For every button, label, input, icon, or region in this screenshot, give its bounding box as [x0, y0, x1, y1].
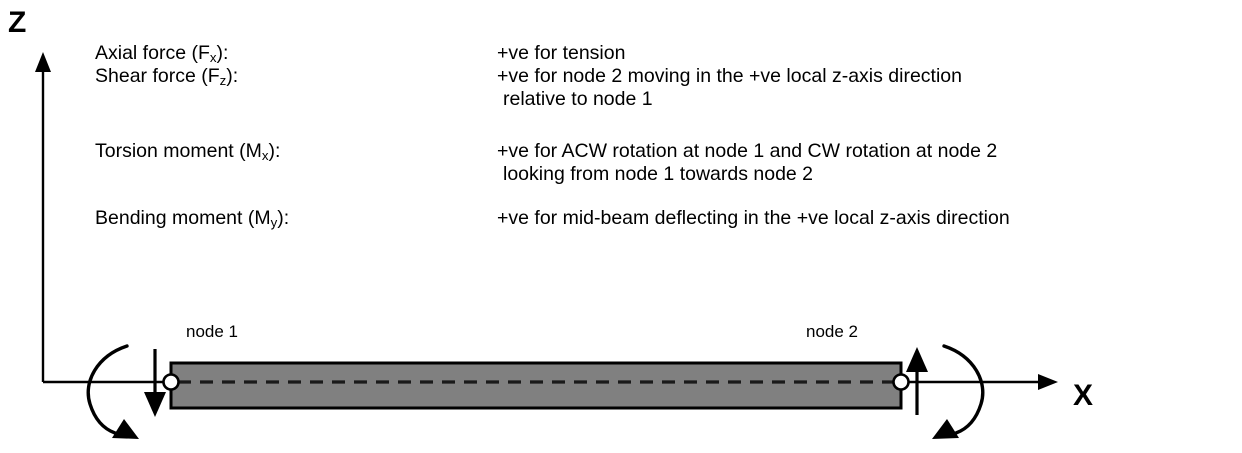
legend-desc-shear-force-line2: relative to node 1: [503, 88, 653, 110]
legend-term-axial-force: Axial force (Fx):: [95, 42, 228, 65]
legend-desc-bending-moment-line1: +ve for mid-beam deflecting in the +ve l…: [497, 207, 1010, 229]
node-2-label: node 2: [806, 322, 858, 341]
node-1-label: node 1: [186, 322, 238, 341]
legend-term-torsion-moment-subscript: x: [261, 147, 269, 163]
legend-desc-shear-force-line1: +ve for node 2 moving in the +ve local z…: [497, 65, 963, 87]
legend-term-axial-force-suffix: ):: [216, 42, 229, 64]
legend-term-shear-force: Shear force (Fz):: [95, 65, 238, 88]
node-1-marker: [162, 373, 180, 391]
z-axis-label: Z: [8, 6, 27, 39]
legend-term-axial-force-text: Axial force (F: [95, 42, 210, 64]
node-2-torsion-moment-arrow: [932, 344, 985, 439]
legend-term-torsion-moment: Torsion moment (Mx):: [95, 140, 280, 163]
z-axis-arrowhead: [35, 52, 51, 72]
node-1-shear-force-arrow: [144, 349, 166, 417]
node-1-torsion-moment-arrow: [86, 344, 139, 439]
legend-term-shear-force-suffix: ):: [226, 65, 239, 87]
node-2-shear-force-arrow: [906, 347, 928, 415]
legend-desc-torsion-moment-line2: looking from node 1 towards node 2: [503, 163, 814, 185]
global-z-axis: [35, 52, 51, 382]
legend-term-bending-moment-text: Bending moment (M: [95, 207, 271, 229]
legend-term-bending-moment: Bending moment (My):: [95, 207, 289, 230]
legend-term-shear-force-text: Shear force (F: [95, 65, 220, 87]
legend-desc-axial-force-line1: +ve for tension: [497, 42, 626, 64]
beam-body: [169, 361, 903, 410]
legend-desc-torsion-moment-line1: +ve for ACW rotation at node 1 and CW ro…: [497, 140, 998, 162]
legend-term-torsion-moment-suffix: ):: [268, 140, 281, 162]
legend-term-bending-moment-subscript: y: [270, 214, 278, 230]
x-axis-label: X: [1073, 379, 1094, 412]
legend-term-axial-force-subscript: x: [209, 49, 217, 65]
node-2-marker: [892, 373, 910, 391]
legend-term-bending-moment-suffix: ):: [277, 207, 290, 229]
legend-term-shear-force-subscript: z: [219, 72, 227, 88]
x-axis-arrowhead: [1038, 374, 1058, 390]
legend-term-torsion-moment-text: Torsion moment (M: [95, 140, 262, 162]
